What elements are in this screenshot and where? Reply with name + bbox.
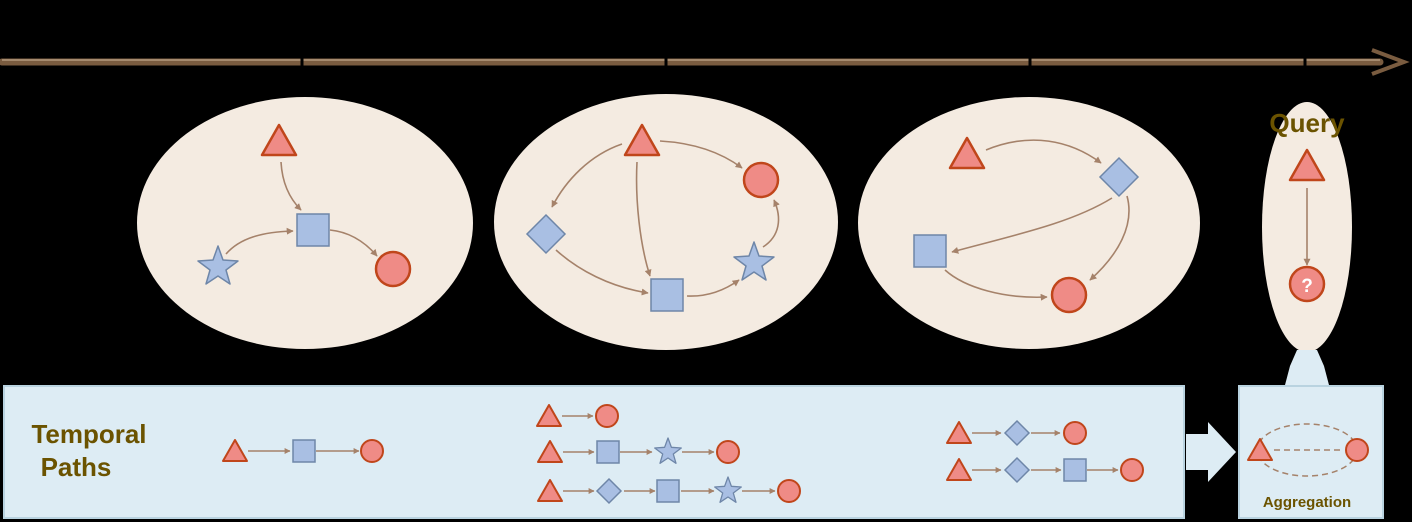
temporal-paths-panel: Temporal Paths [3, 385, 1185, 519]
unknown-symbol: ? [1301, 276, 1313, 297]
query-title: Query [1269, 108, 1345, 138]
snapshot-3 [858, 97, 1200, 349]
square-icon [650, 278, 684, 312]
aggregation-panel: Aggregation [1238, 385, 1384, 519]
temporal-label-line1: Temporal [31, 419, 146, 449]
query-panel: Query ? [1262, 102, 1352, 385]
square-icon [656, 479, 680, 503]
circle-icon [374, 250, 412, 288]
timeline-arrow [0, 48, 1410, 76]
square-icon [913, 234, 947, 268]
square-icon [1063, 458, 1087, 482]
circle-icon [1345, 438, 1369, 462]
circle-icon [595, 404, 619, 428]
aggregation-label: Aggregation [1263, 494, 1351, 511]
circle-icon [1063, 421, 1087, 445]
snapshot-1 [137, 97, 473, 349]
square-icon [596, 440, 620, 464]
path-group-3 [946, 420, 1144, 483]
temporal-label-line2: Paths [41, 452, 112, 482]
block-arrow [1186, 422, 1236, 482]
snapshot-2 [494, 94, 838, 350]
circle-icon [1120, 458, 1144, 482]
circle-icon [360, 439, 384, 463]
circle-icon [742, 161, 780, 199]
square-icon [296, 213, 330, 247]
circle-icon [1050, 276, 1088, 314]
circle-icon [716, 440, 740, 464]
path-group-2 [536, 404, 801, 504]
circle-icon [777, 479, 801, 503]
path-group-1 [222, 439, 384, 463]
square-icon [292, 439, 316, 463]
